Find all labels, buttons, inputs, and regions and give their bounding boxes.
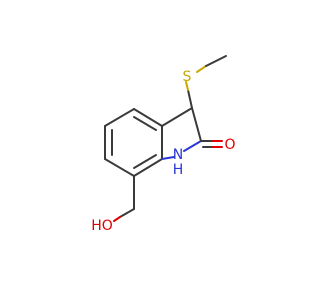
amine-hydrogen-label: H xyxy=(173,162,184,178)
molecule-drawing: S O N H HO xyxy=(91,55,236,234)
bond xyxy=(133,158,163,177)
sulfur-atom-label: S xyxy=(183,69,192,85)
bond xyxy=(133,108,163,127)
hydroxymethyl-group xyxy=(113,175,135,222)
bond-to-sulfur xyxy=(196,65,207,73)
bond-inner xyxy=(133,154,157,169)
bond-to-sulfur xyxy=(185,81,189,91)
bond xyxy=(104,158,135,177)
hydroxyl-label: HO xyxy=(91,218,113,234)
bond xyxy=(191,107,202,142)
bond-to-oxygen xyxy=(113,216,121,222)
bond xyxy=(119,208,135,218)
lactam-ring xyxy=(161,107,202,160)
methylthio-group xyxy=(185,55,227,109)
carbonyl-bond xyxy=(200,140,223,148)
bond-to-nitrogen xyxy=(183,140,202,152)
bond xyxy=(205,55,227,67)
bond xyxy=(161,107,193,127)
benzene-ring xyxy=(104,108,163,177)
bond-inner xyxy=(133,116,157,131)
bond xyxy=(187,89,193,109)
structure-canvas: S O N H HO xyxy=(91,55,236,234)
carbonyl-oxygen-label: O xyxy=(224,137,235,153)
bond xyxy=(104,108,135,127)
nitrogen-atom-label: N xyxy=(173,147,183,163)
bond-to-nitrogen xyxy=(161,156,175,160)
